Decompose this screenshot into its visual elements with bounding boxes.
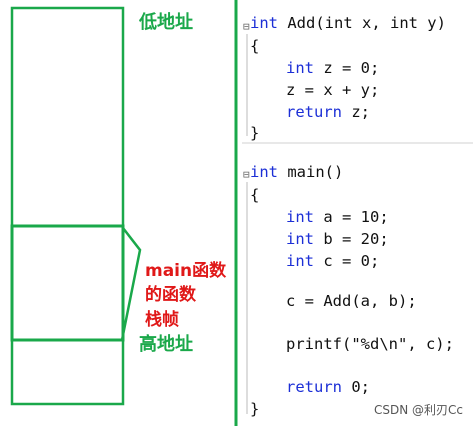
- code-text: Add(int x, int y): [278, 14, 446, 32]
- code-line: int z = 0;: [286, 57, 379, 79]
- code-text: }: [250, 400, 260, 418]
- stack-outline: [10, 6, 125, 406]
- code-keyword: int: [286, 208, 314, 226]
- code-text: main(): [278, 163, 344, 181]
- code-keyword: return: [286, 378, 342, 396]
- code-line: int c = 0;: [286, 250, 379, 272]
- code-keyword: int: [250, 14, 278, 32]
- code-text: a = 10;: [314, 208, 389, 226]
- code-line: int a = 10;: [286, 206, 389, 228]
- code-text: c = 0;: [314, 252, 380, 270]
- code-line: }: [250, 398, 259, 420]
- watermark: CSDN @利刃Cc: [373, 403, 463, 417]
- code-text: b = 20;: [314, 230, 389, 248]
- code-line: int Add(int x, int y): [250, 12, 446, 34]
- main-stack-frame: [10, 224, 125, 342]
- code-line: }: [250, 122, 259, 144]
- code-keyword: return: [286, 103, 342, 121]
- code-line: {: [250, 184, 259, 206]
- code-text: printf("%d\n", c);: [286, 335, 454, 353]
- code-line: return 0;: [286, 376, 370, 398]
- code-text: z = 0;: [314, 59, 380, 77]
- code-text: 0;: [342, 378, 370, 396]
- code-line: c = Add(a, b);: [286, 290, 417, 312]
- code-line: int main(): [250, 161, 343, 183]
- low-address-label: 低地址: [139, 12, 193, 33]
- code-text: z;: [342, 103, 370, 121]
- main-frame-label-line3: 栈帧: [145, 310, 179, 330]
- collapse-marker-add: ⊟: [243, 20, 250, 33]
- code-line: {: [250, 35, 259, 57]
- high-address-label: 高地址: [139, 334, 193, 355]
- code-keyword: int: [286, 59, 314, 77]
- code-text: z = x + y;: [286, 81, 380, 99]
- code-keyword: int: [250, 163, 278, 181]
- main-frame-label-line1: main函数: [145, 261, 227, 281]
- code-text: c = Add(a, b);: [286, 292, 417, 310]
- code-text: }: [250, 124, 260, 142]
- collapse-marker-main: ⊟: [243, 168, 250, 181]
- code-line: z = x + y;: [286, 79, 379, 101]
- code-text: {: [250, 186, 260, 204]
- frame-bracket: [120, 227, 142, 341]
- code-line: int b = 20;: [286, 228, 389, 250]
- code-line: return z;: [286, 101, 370, 123]
- code-line: printf("%d\n", c);: [286, 333, 454, 355]
- code-panel: int Add(int x, int y) { int z = 0; z = x…: [242, 0, 473, 426]
- code-text: {: [250, 37, 260, 55]
- code-keyword: int: [286, 252, 314, 270]
- code-keyword: int: [286, 230, 314, 248]
- main-frame-label-line2: 的函数: [145, 285, 196, 305]
